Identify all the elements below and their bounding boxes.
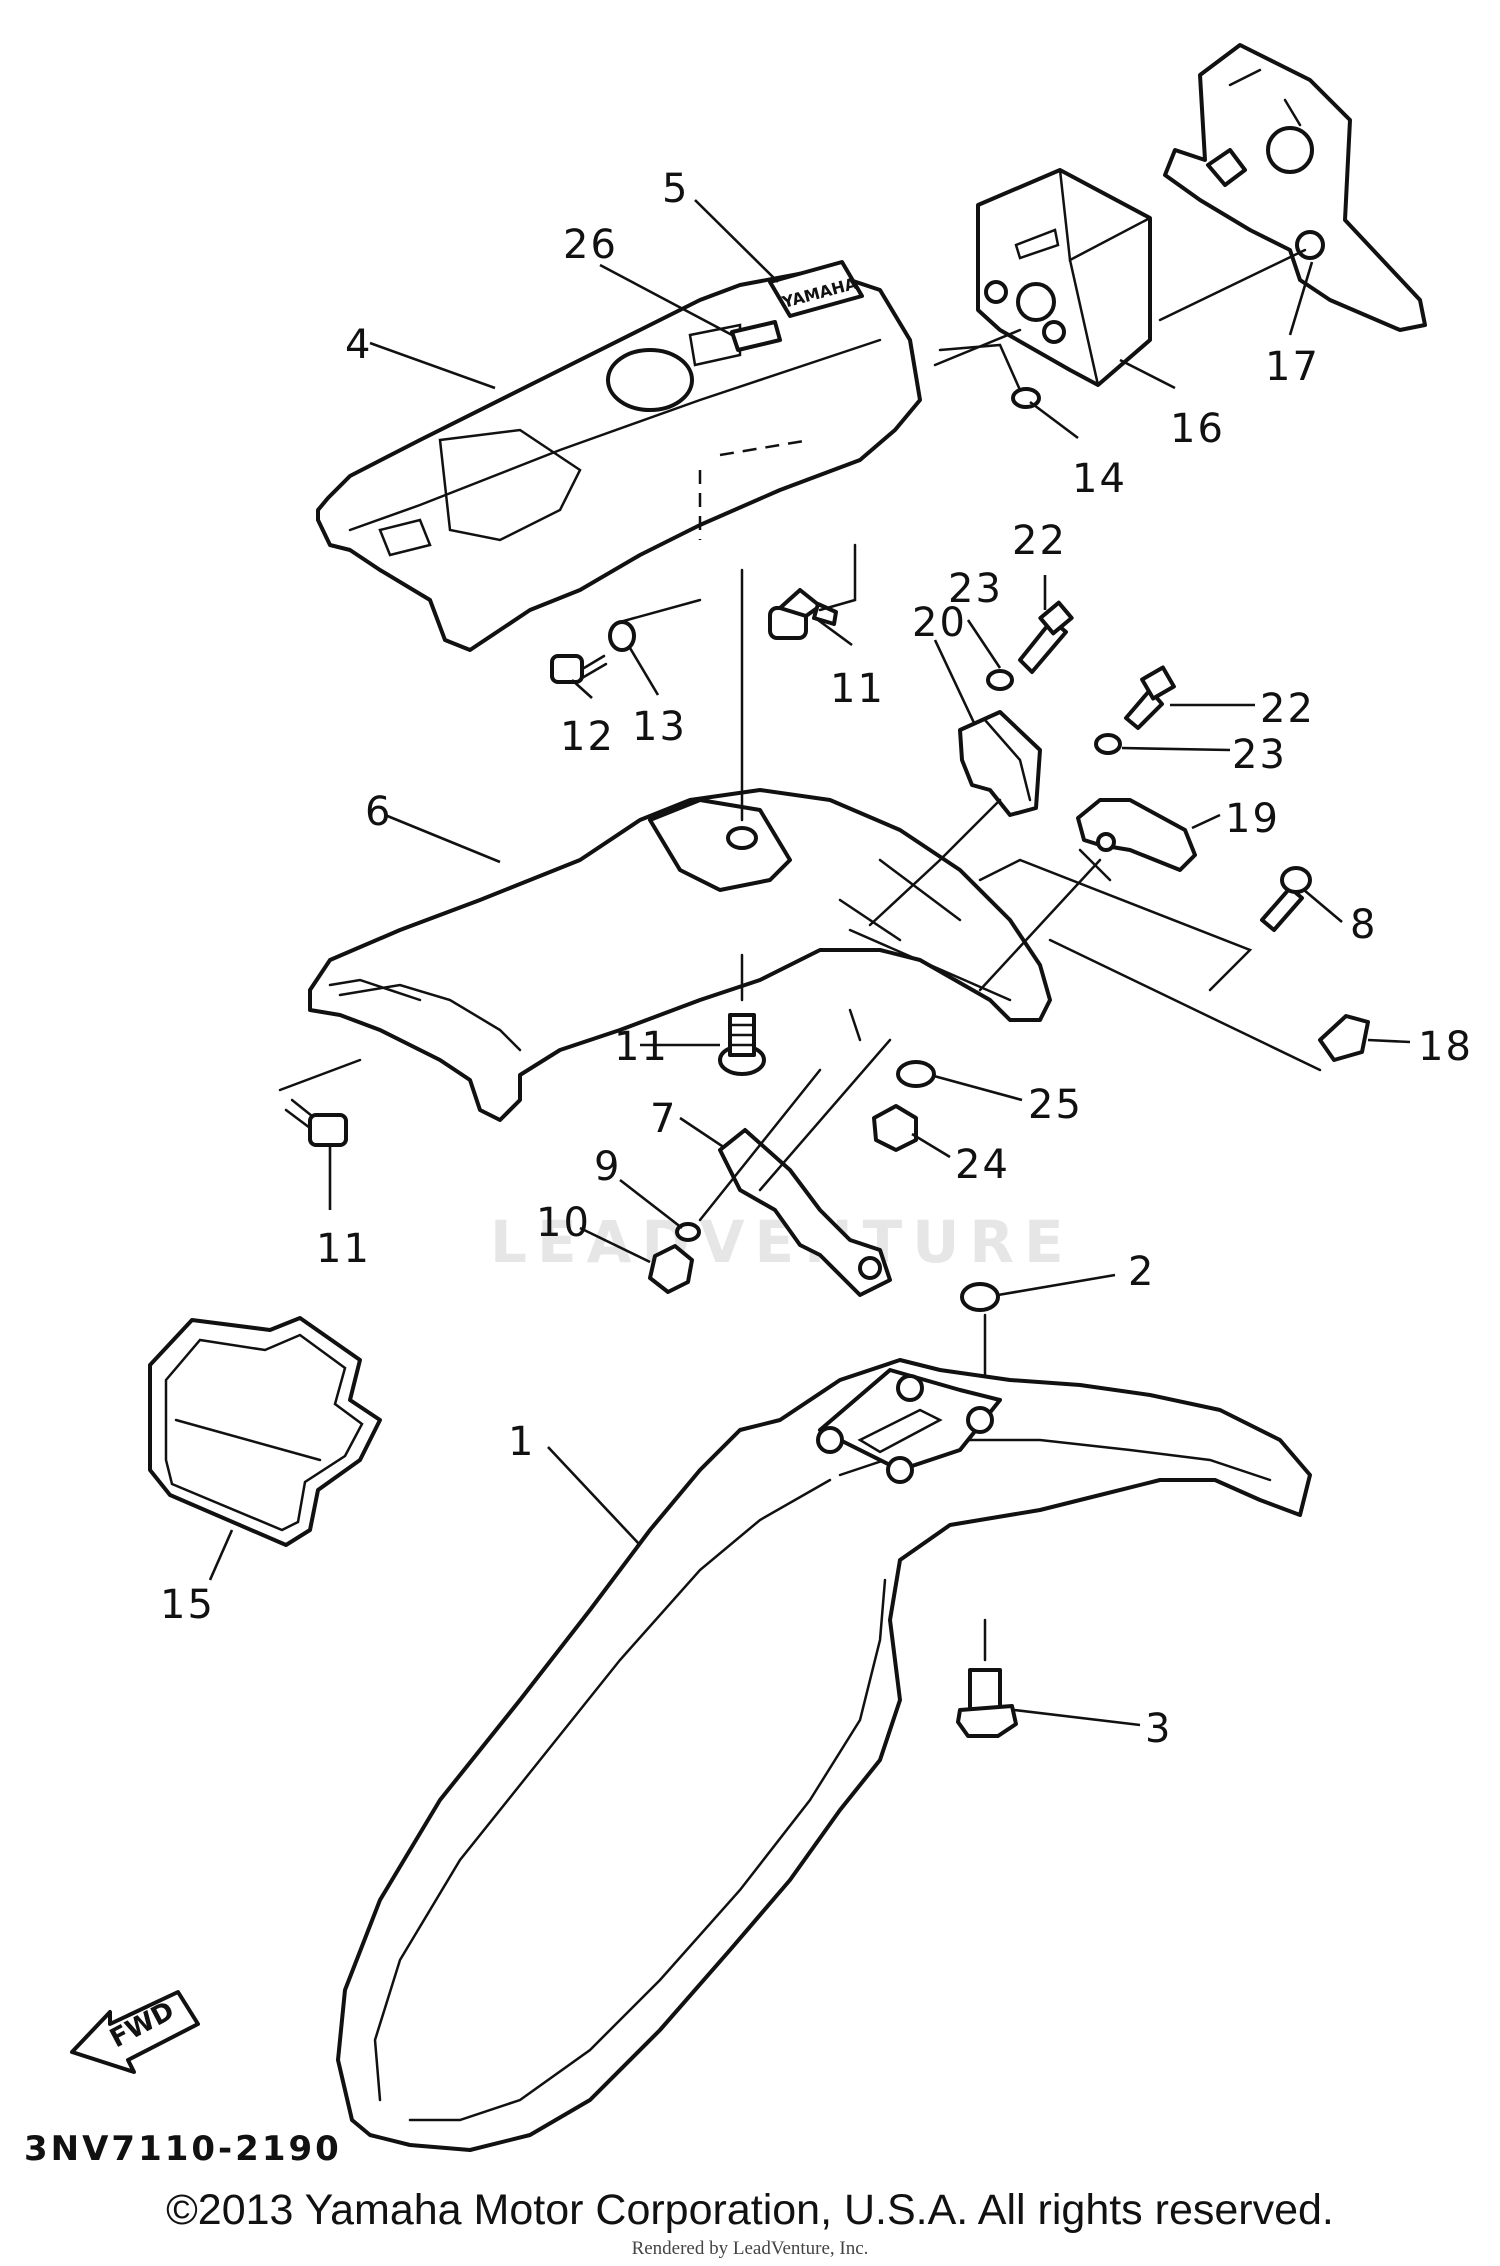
callout-4: 4 xyxy=(345,322,372,368)
callout-22-lower: 22 xyxy=(1260,686,1315,732)
callout-5: 5 xyxy=(662,166,689,212)
part-11-bolt-center[interactable] xyxy=(718,1013,766,1076)
part-17-taillight[interactable] xyxy=(976,168,1152,387)
part-9-washer[interactable] xyxy=(675,1222,701,1242)
part-24-nut[interactable] xyxy=(872,1104,918,1152)
part-13-bolt[interactable] xyxy=(550,654,608,684)
part-23-washer-lower[interactable] xyxy=(1094,733,1122,755)
callout-23-upper: 23 xyxy=(948,566,1003,612)
callout-7: 7 xyxy=(650,1096,677,1142)
part-6-rear-fender[interactable] xyxy=(308,788,1052,1122)
leader-lines xyxy=(208,199,1411,1727)
copyright-notice: ©2013 Yamaha Motor Corporation, U.S.A. A… xyxy=(166,2186,1334,2234)
part-3-bolt[interactable] xyxy=(956,1668,1018,1738)
callout-1: 1 xyxy=(508,1419,535,1465)
callout-13: 12 xyxy=(560,714,615,760)
fwd-arrow-icon: FWD xyxy=(70,1990,200,2074)
callout-11-left: 11 xyxy=(316,1226,371,1272)
callout-8: 8 xyxy=(1350,902,1377,948)
callout-22-upper: 22 xyxy=(1012,518,1067,564)
callout-6: 6 xyxy=(365,789,392,835)
callout-9: 9 xyxy=(594,1144,621,1190)
part-19-plug[interactable] xyxy=(1318,1014,1370,1062)
part-16-mudflap[interactable] xyxy=(148,1316,382,1547)
watermark-text: LEADVENTURE xyxy=(490,1208,1074,1276)
callout-26: 26 xyxy=(563,222,618,268)
part-8-screw[interactable] xyxy=(1260,866,1312,932)
callout-21: 20 xyxy=(912,600,967,646)
part-1-front-fender[interactable] xyxy=(336,1358,1312,2152)
part-2-grommet[interactable] xyxy=(960,1282,1000,1312)
part-12-bolt[interactable] xyxy=(768,588,838,640)
callout-18: 17 xyxy=(1265,344,1320,390)
diagram-code: 3NV7110-2190 xyxy=(24,2129,342,2169)
callout-12: 11 xyxy=(830,666,885,712)
callout-24: 24 xyxy=(955,1142,1010,1188)
callout-16: 15 xyxy=(160,1582,215,1628)
callout-14: 13 xyxy=(632,704,687,750)
part-23-washer-upper[interactable] xyxy=(986,669,1014,691)
part-26-label[interactable] xyxy=(730,320,782,352)
part-18-bracket[interactable] xyxy=(1163,43,1427,332)
callout-20: 19 xyxy=(1225,796,1280,842)
part-4-rear-cover[interactable] xyxy=(316,268,922,652)
part-14-washer[interactable] xyxy=(608,620,636,652)
part-25-washer[interactable] xyxy=(896,1060,936,1088)
part-22-bolt-upper[interactable] xyxy=(1018,600,1074,674)
callout-2: 2 xyxy=(1128,1249,1155,1295)
part-10-nut[interactable] xyxy=(648,1244,694,1294)
callout-10: 10 xyxy=(536,1200,591,1246)
part-20-bracket[interactable] xyxy=(1076,798,1197,872)
callout-25: 25 xyxy=(1028,1082,1083,1128)
part-22-bolt-lower[interactable] xyxy=(1124,665,1176,730)
part-7-bracket[interactable] xyxy=(718,1128,892,1297)
callout-19: 18 xyxy=(1418,1024,1473,1070)
callout-11-center: 11 xyxy=(614,1024,669,1070)
part-11-bolt-left[interactable] xyxy=(284,1098,348,1147)
rendered-by-note: Rendered by LeadVenture, Inc. xyxy=(631,2238,869,2259)
part-5-emblem[interactable]: YAMAHA xyxy=(768,260,864,318)
callout-23-lower: 23 xyxy=(1232,732,1287,778)
callout-17: 16 xyxy=(1170,406,1225,452)
callout-15: 14 xyxy=(1072,456,1127,502)
part-21-bracket[interactable] xyxy=(958,710,1042,817)
callout-3: 3 xyxy=(1145,1706,1172,1752)
